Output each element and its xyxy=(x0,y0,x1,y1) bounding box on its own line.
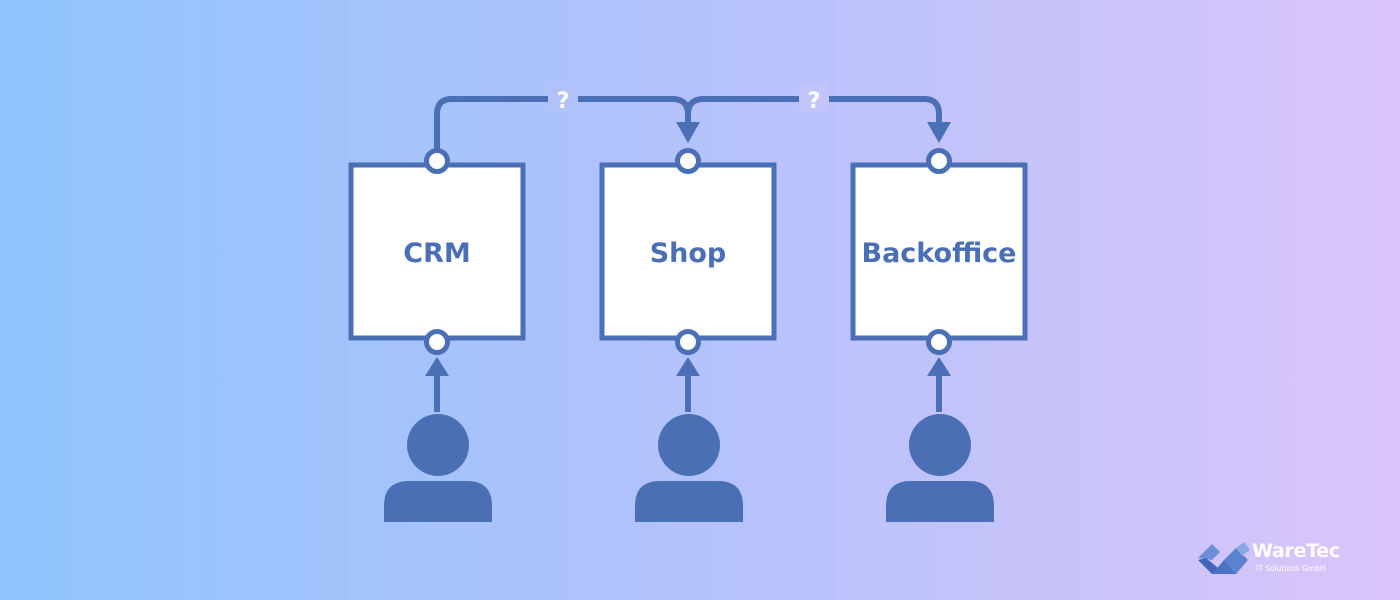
port-shop-top xyxy=(675,148,701,174)
system-box-backoffice xyxy=(850,162,1028,341)
port-backoffice-bottom xyxy=(926,329,952,355)
system-box-crm xyxy=(348,162,526,341)
q-mask-1 xyxy=(548,86,578,112)
connection-line-shop-backoffice xyxy=(685,96,942,124)
user-arrow-backoffice xyxy=(927,357,951,412)
connection-question-2: ? xyxy=(808,89,821,114)
system-label-backoffice: Backoffice xyxy=(861,238,1016,269)
user-icon-shop xyxy=(635,414,743,522)
connection-question-1: ? xyxy=(557,89,570,114)
user-icon-crm xyxy=(384,414,492,522)
port-crm-bottom xyxy=(424,329,450,355)
arrow-head-shop xyxy=(676,122,700,143)
system-label-crm: CRM xyxy=(403,238,470,269)
logo-subtitle: IT Solutions GmbH xyxy=(1256,564,1326,573)
arrow-head-backoffice xyxy=(927,122,951,143)
q-mask-2 xyxy=(799,86,829,112)
user-arrow-crm xyxy=(425,357,449,412)
waretec-logo-icon xyxy=(1198,542,1250,574)
user-arrow-shop xyxy=(676,357,700,412)
port-crm-top xyxy=(424,148,450,174)
port-shop-bottom xyxy=(675,329,701,355)
system-label-shop: Shop xyxy=(650,238,727,269)
port-backoffice-top xyxy=(926,148,952,174)
logo-name: WareTec xyxy=(1252,540,1340,562)
user-icon-backoffice xyxy=(886,414,994,522)
waretec-logo: WareTec IT Solutions GmbH xyxy=(1196,538,1346,578)
